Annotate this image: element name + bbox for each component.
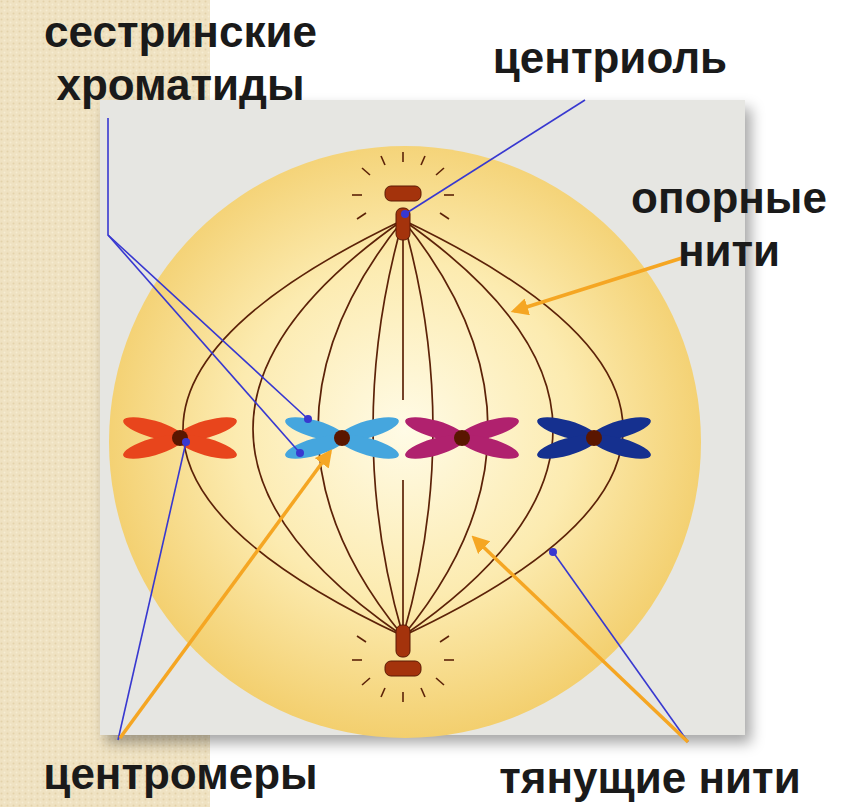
centriole [385,186,421,676]
part-label: центромеры [8,748,353,801]
cell [109,146,701,738]
part-label: опорные нити [608,172,850,278]
chromosomes [121,412,653,463]
part-label: центриоль [455,32,765,85]
part-label: сестринские хроматиды [8,6,353,112]
pointer-arrows [120,258,688,742]
part-label: тянущие нити [455,752,845,805]
leader-lines [108,100,688,742]
leader-dots [182,210,557,556]
